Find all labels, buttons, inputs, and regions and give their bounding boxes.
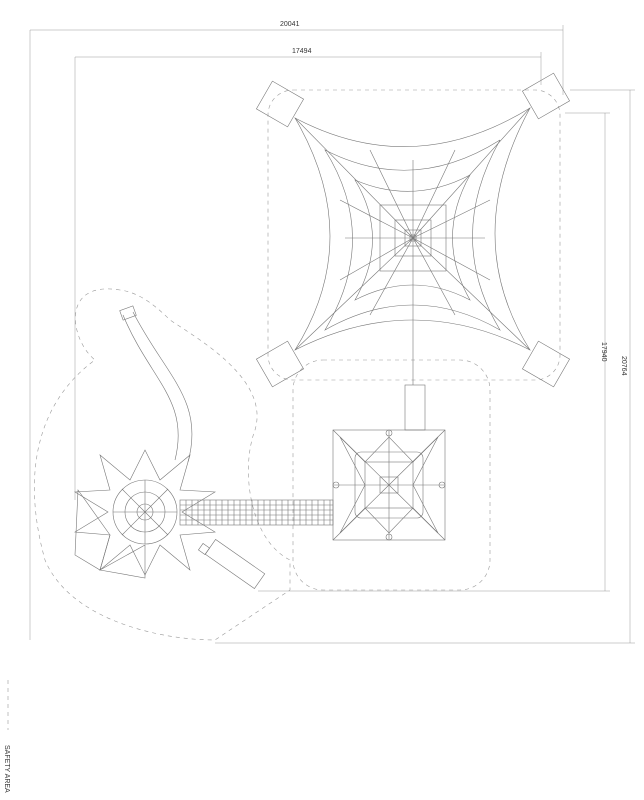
legend: SAFETY AREA xyxy=(3,680,10,793)
legend-safety-area-label: SAFETY AREA xyxy=(3,745,10,793)
spider-net-structure xyxy=(256,72,570,388)
dimension-overall-width: 20041 xyxy=(29,21,564,640)
safety-area-left-tower xyxy=(34,288,291,641)
dim-label-inner-height: 17940 xyxy=(600,342,607,362)
net-bridge xyxy=(179,499,334,526)
anchor-post-sw xyxy=(256,340,304,388)
safety-area-tower xyxy=(292,359,491,591)
dim-label-overall-height: 20764 xyxy=(620,356,627,376)
anchor-post-ne xyxy=(522,72,570,120)
dimension-inner-height: 17940 xyxy=(258,112,610,592)
star-tower xyxy=(74,449,216,579)
square-tower xyxy=(332,429,446,541)
dim-label-overall-width: 20041 xyxy=(280,21,300,28)
dim-label-inner-width: 17494 xyxy=(292,48,312,55)
connector-tunnel xyxy=(404,384,426,431)
dimension-overall-height: 20764 xyxy=(215,89,635,644)
anchor-post-nw xyxy=(256,80,304,128)
safety-area-net xyxy=(267,89,561,381)
dimension-inner-width: 17494 xyxy=(74,48,542,500)
anchor-post-se xyxy=(522,340,570,388)
tube-slide xyxy=(119,305,193,463)
climbing-net xyxy=(198,539,266,589)
